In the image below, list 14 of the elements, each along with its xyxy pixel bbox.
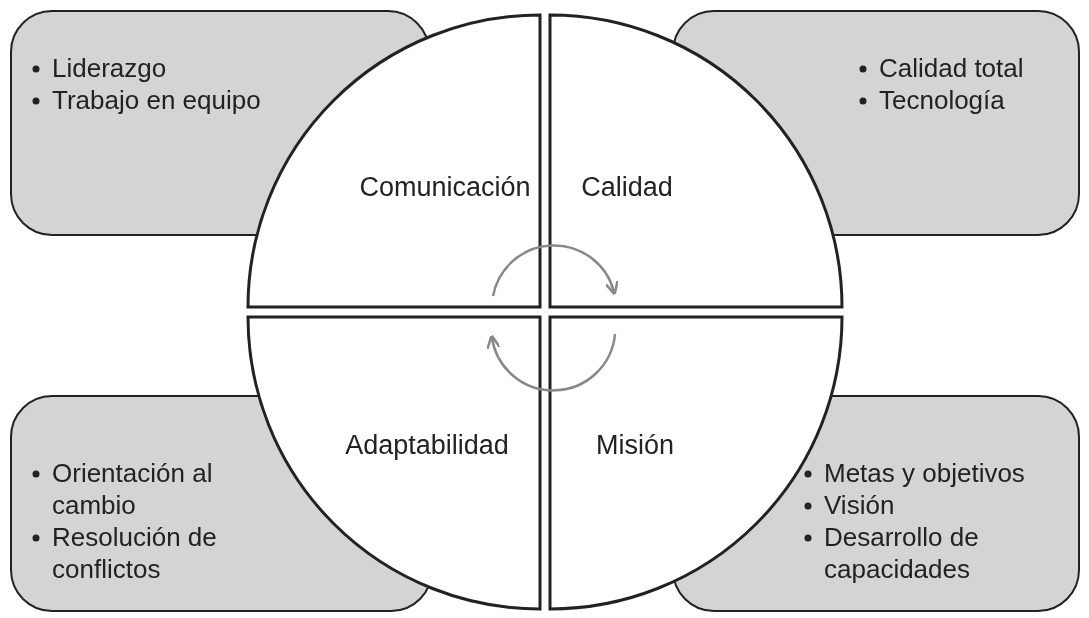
bullet-item: Tecnología xyxy=(879,84,1005,116)
curved-arrow xyxy=(491,244,619,297)
bullet-item: Orientación al cambio xyxy=(52,457,214,521)
bullet-item: Trabajo en equipo xyxy=(52,84,261,116)
bullet-item: Resolución de conflictos xyxy=(52,521,218,585)
segment-label: Calidad xyxy=(581,171,673,203)
bullet-item: Metas y objetivos xyxy=(824,457,1025,489)
bullet-item: Liderazgo xyxy=(52,52,167,84)
segment-label: Adaptabilidad xyxy=(345,429,509,461)
bullet-item: Desarrollo de capacidades xyxy=(824,521,980,585)
bullet-item: Visión xyxy=(824,489,895,521)
bullet-item: Calidad total xyxy=(879,52,1024,84)
segment-label: Comunicación xyxy=(359,171,531,203)
segment-label: Misión xyxy=(596,429,674,461)
